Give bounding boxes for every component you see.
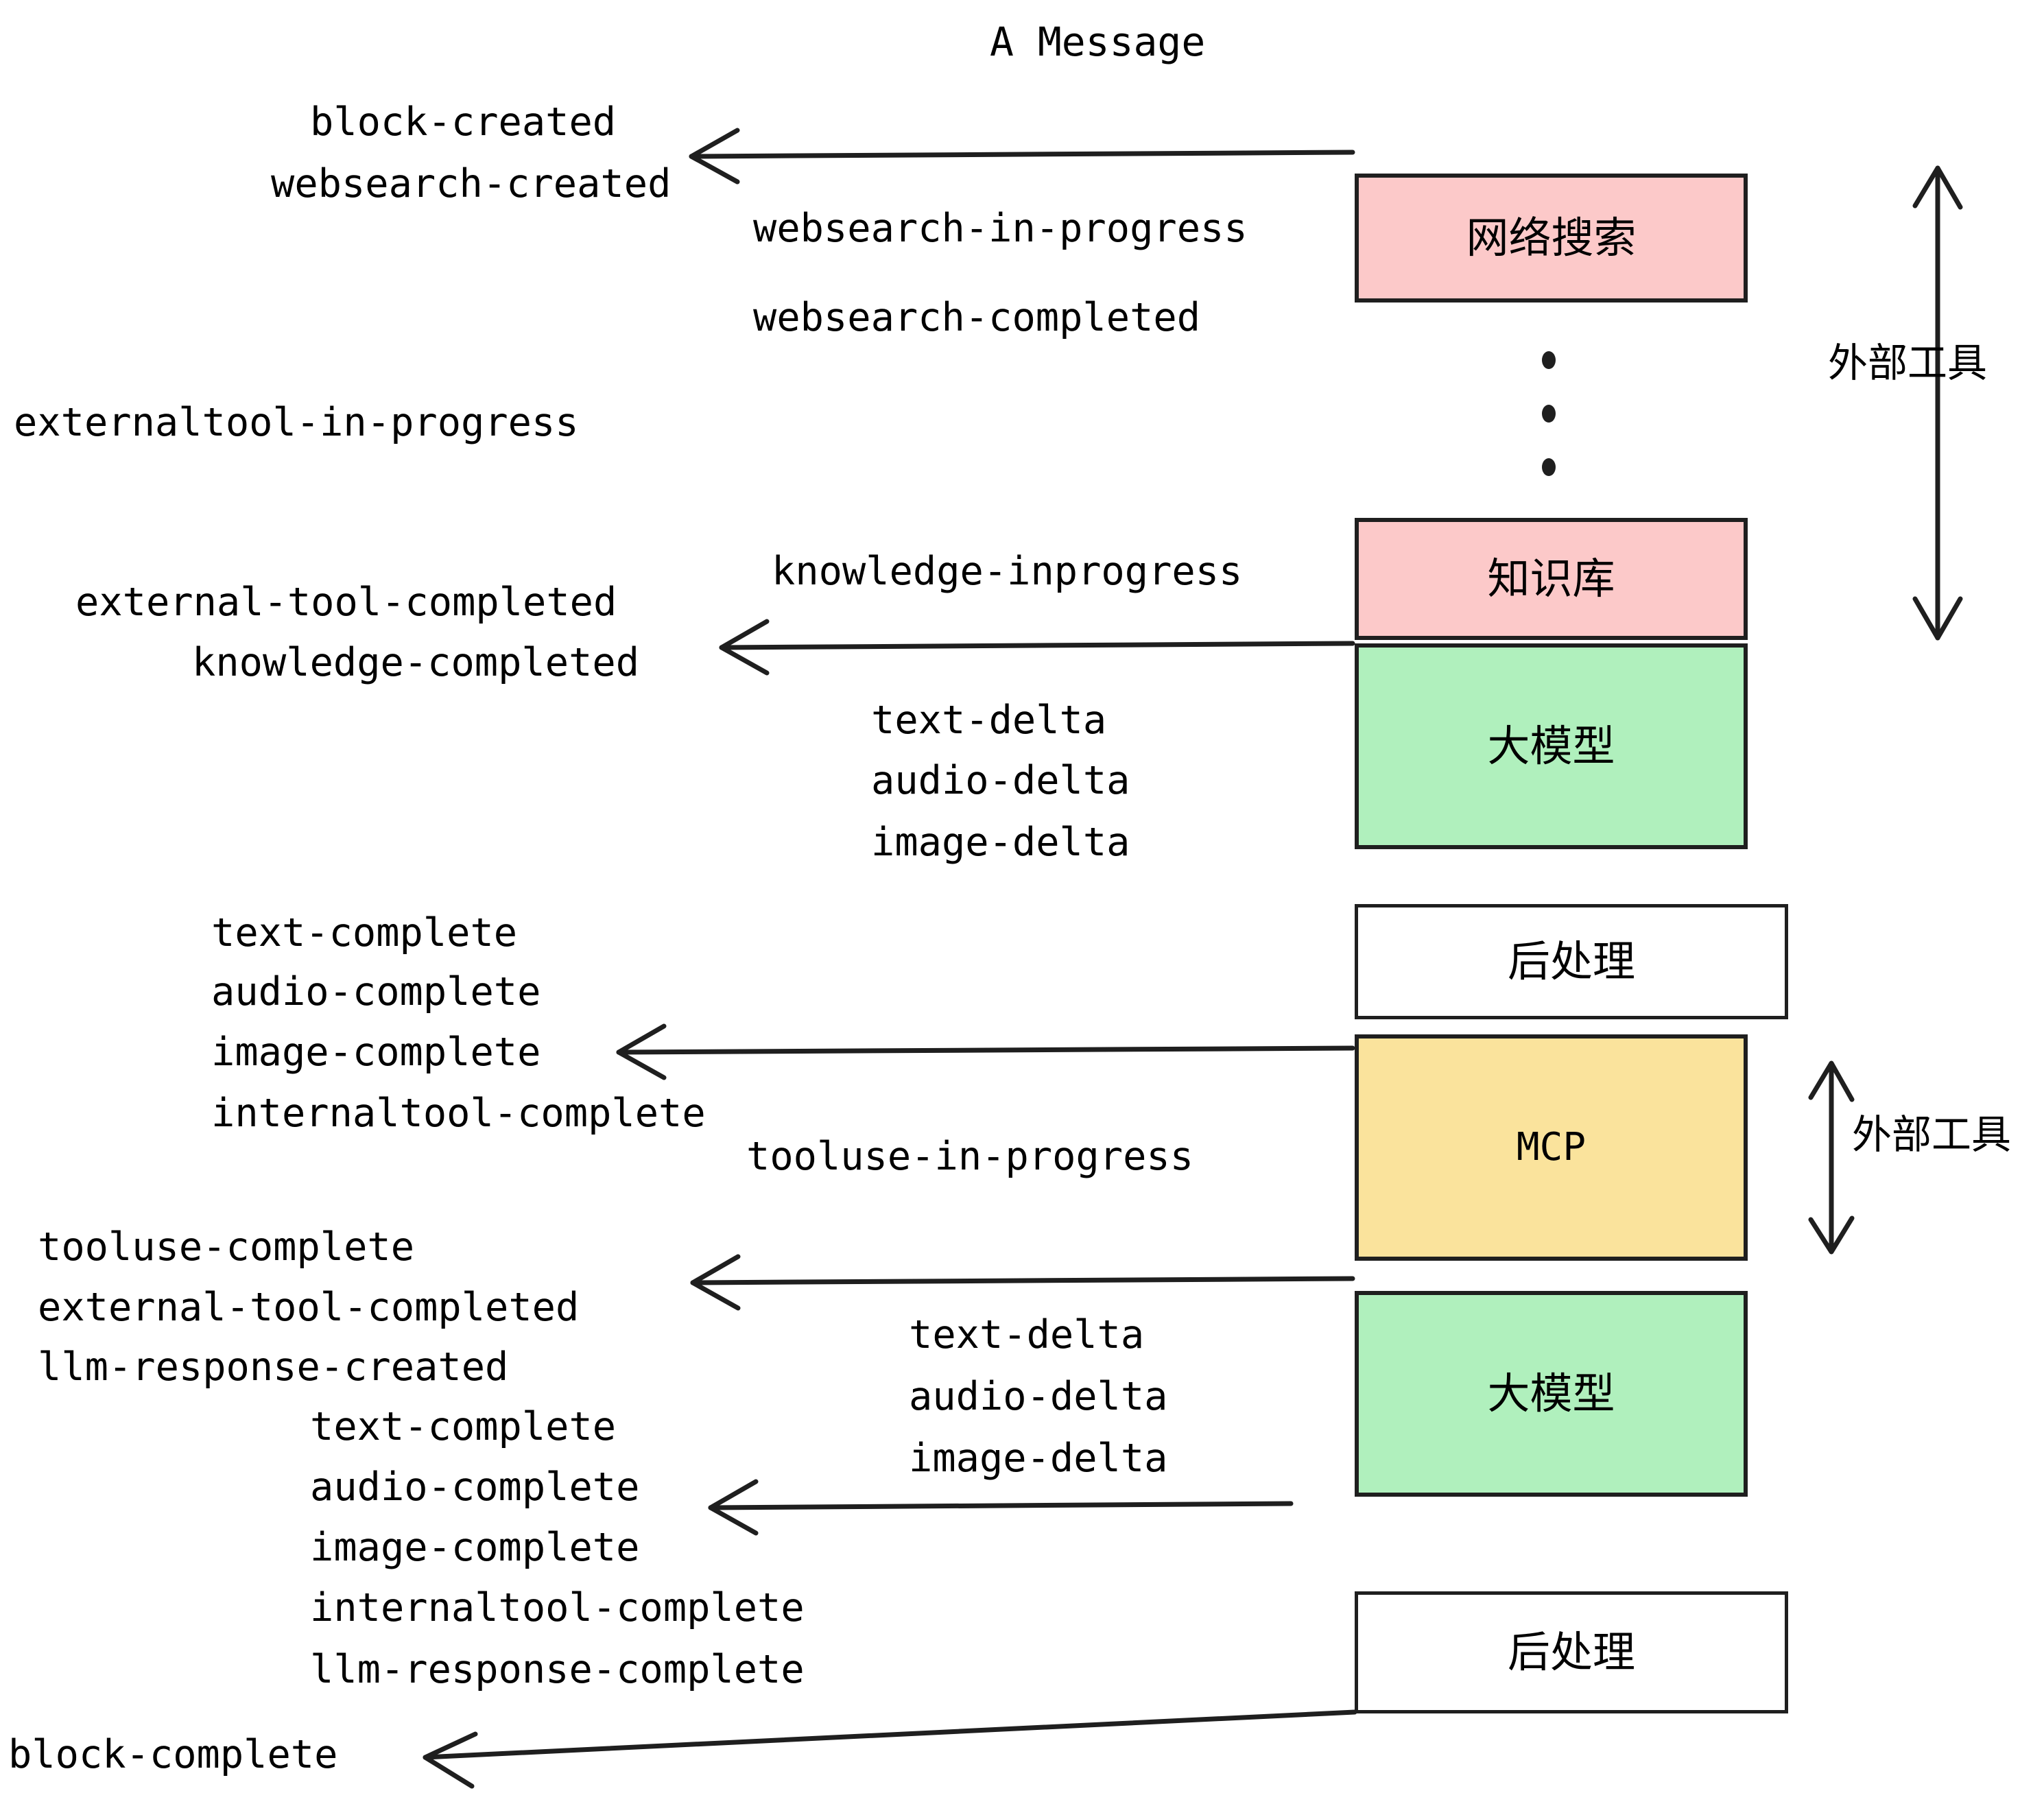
event-knowledge-inprogress: knowledge-inprogress: [772, 549, 1243, 594]
event-image-delta-1: image-delta: [871, 820, 1130, 865]
ellipsis-dot-2: [1542, 405, 1556, 423]
box-knowledge-label: 知识库: [1487, 554, 1615, 604]
arrow-external-tool-lower-head-down: [1808, 1215, 1855, 1255]
event-text-complete-2: text-complete: [310, 1404, 617, 1449]
event-text-delta-1: text-delta: [871, 698, 1107, 743]
event-block-complete: block-complete: [8, 1732, 338, 1777]
event-websearch-in-progress: websearch-in-progress: [753, 206, 1248, 251]
box-llm-2-label: 大模型: [1487, 1368, 1615, 1419]
arrow-tooluse-complete: [690, 1276, 1355, 1285]
arrow-websearch-created: [689, 150, 1355, 159]
arrow-block-complete: [423, 1709, 1357, 1760]
box-websearch[interactable]: 网络搜索: [1355, 174, 1748, 302]
ellipsis-dot-3: [1542, 458, 1556, 476]
arrow-external-tool-upper-head-down: [1912, 596, 1963, 641]
event-external-tool-completed-1: external-tool-completed: [75, 580, 617, 625]
event-text-delta-2: text-delta: [909, 1312, 1145, 1357]
event-audio-complete-2: audio-complete: [310, 1464, 640, 1510]
arrow-block-complete-head: [423, 1731, 478, 1789]
box-llm-1[interactable]: 大模型: [1355, 643, 1748, 849]
side-label-external-tool-upper: 外部工具: [1828, 340, 1988, 386]
box-mcp-label: MCP: [1516, 1125, 1587, 1170]
event-image-complete-1: image-complete: [211, 1030, 541, 1075]
arrow-image-complete-1: [616, 1045, 1355, 1055]
arrow-external-tool-upper-head-up: [1912, 165, 1963, 210]
event-internaltool-complete-1: internaltool-complete: [211, 1091, 706, 1136]
side-label-external-tool-lower: 外部工具: [1852, 1111, 2012, 1158]
box-postprocess-1[interactable]: 后处理: [1355, 904, 1788, 1019]
ellipsis-dot-1: [1542, 351, 1556, 369]
event-llm-response-complete: llm-response-complete: [310, 1647, 805, 1692]
box-llm-2[interactable]: 大模型: [1355, 1291, 1748, 1497]
event-audio-delta-2: audio-delta: [909, 1374, 1168, 1419]
arrow-knowledge-completed: [719, 641, 1355, 650]
box-mcp[interactable]: MCP: [1355, 1034, 1748, 1261]
box-websearch-label: 网络搜索: [1466, 213, 1637, 263]
event-llm-response-created: llm-response-created: [38, 1344, 509, 1390]
event-block-created: block-created: [310, 99, 617, 145]
event-image-complete-2: image-complete: [310, 1525, 640, 1570]
event-audio-complete-1: audio-complete: [211, 969, 541, 1014]
arrow-tooluse-complete-head: [690, 1254, 741, 1311]
arrow-external-tool-lower-head-up: [1808, 1060, 1855, 1102]
arrow-audio-complete-2: [708, 1501, 1294, 1510]
box-knowledge[interactable]: 知识库: [1355, 518, 1748, 640]
arrow-knowledge-completed-head: [719, 619, 770, 676]
event-websearch-completed: websearch-completed: [753, 295, 1201, 340]
arrow-image-complete-1-head: [616, 1023, 667, 1080]
event-tooluse-in-progress: tooluse-in-progress: [746, 1134, 1194, 1179]
page-title: A Message: [990, 19, 1206, 65]
event-knowledge-completed: knowledge-completed: [192, 640, 640, 685]
event-external-tool-completed-2: external-tool-completed: [38, 1285, 580, 1330]
event-audio-delta-1: audio-delta: [871, 758, 1130, 803]
event-internaltool-complete-2: internaltool-complete: [310, 1585, 805, 1630]
event-tooluse-complete: tooluse-complete: [38, 1224, 415, 1270]
event-text-complete-1: text-complete: [211, 910, 518, 956]
event-externaltool-in-progress: externaltool-in-progress: [14, 400, 579, 445]
box-postprocess-2[interactable]: 后处理: [1355, 1591, 1788, 1713]
box-postprocess-2-label: 后处理: [1507, 1627, 1635, 1677]
arrow-websearch-created-head: [689, 128, 740, 185]
box-postprocess-1-label: 后处理: [1507, 936, 1635, 986]
event-websearch-created: websearch-created: [271, 161, 672, 206]
box-llm-1-label: 大模型: [1487, 721, 1615, 771]
event-image-delta-2: image-delta: [909, 1436, 1168, 1481]
arrow-audio-complete-2-head: [708, 1479, 759, 1536]
